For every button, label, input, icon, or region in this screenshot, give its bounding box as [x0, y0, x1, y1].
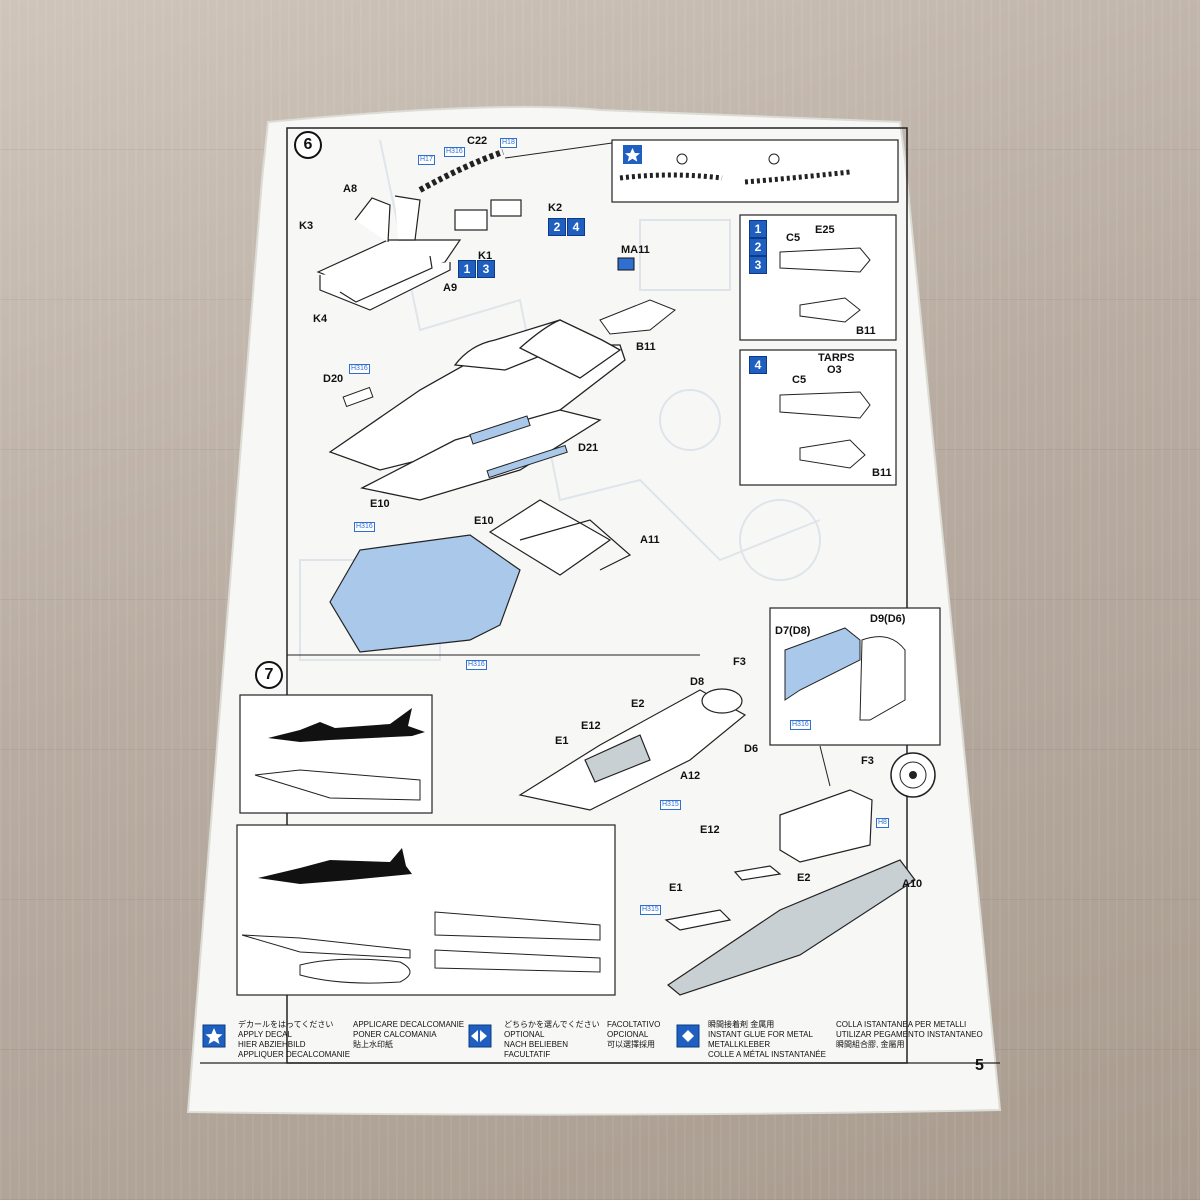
part-label-b11-main: B11 — [636, 341, 656, 353]
d21-blue-part-2 — [486, 444, 568, 479]
option-chip-box1-2: 2 — [749, 238, 767, 256]
part-label-f3-top: F3 — [733, 656, 746, 668]
step-6-number: 6 — [294, 131, 322, 159]
legend-optional-es: OPCIONAL — [607, 1030, 649, 1039]
legend-decal-ja: デカールをはってください — [238, 1020, 334, 1029]
legend-optional-ja: どちらかを選んでください — [504, 1020, 600, 1029]
glue-ref-h316-a11: H316 — [466, 660, 487, 670]
part-label-d21: D21 — [578, 442, 599, 454]
part-label-a10: A10 — [902, 878, 923, 890]
part-label-b11-box1: B11 — [856, 325, 876, 337]
legend-glue-fr: COLLE A MÉTAL INSTANTANÉE — [708, 1050, 826, 1059]
part-label-e12-bottom: E12 — [700, 824, 720, 836]
legend-glue-en: INSTANT GLUE FOR METAL — [708, 1030, 813, 1039]
part-label-d9-d6: D9(D6) — [870, 613, 906, 625]
part-label-a12: A12 — [680, 770, 701, 782]
legend-decal-es: PONER CALCOMANIA — [353, 1030, 437, 1039]
glue-ref-h8: H8 — [876, 818, 889, 828]
option-chip-2: 2 — [548, 218, 566, 236]
legend-optional-fr: FACULTATIF — [504, 1050, 551, 1059]
part-label-c22: C22 — [467, 135, 488, 147]
ma11-part — [617, 257, 635, 271]
option-chip-box1-1: 1 — [749, 220, 767, 238]
legend-decal-de: HIER ABZIEHBILD — [238, 1040, 306, 1049]
legend-optional-zh: 可以選擇採用 — [607, 1040, 655, 1049]
part-label-f3-wheel: F3 — [861, 755, 874, 767]
engine-assembly-bottom — [664, 789, 916, 996]
part-label-k4: K4 — [313, 313, 328, 325]
part-label-d6: D6 — [744, 743, 759, 755]
part-label-e10-right: E10 — [474, 515, 494, 527]
part-label-a8: A8 — [343, 183, 358, 195]
option-chip-box1-3: 3 — [749, 256, 767, 274]
glue-ref-h17: H17 — [418, 155, 435, 165]
legend-glue-it: COLLA ISTANTANEA PER METALLI — [836, 1020, 967, 1029]
legend-decal-it: APPLICARE DECALCOMANIE — [353, 1020, 465, 1029]
legend-optional-en: OPTIONAL — [504, 1030, 545, 1039]
part-label-d8: D8 — [690, 676, 705, 688]
step-7-number: 7 — [255, 661, 283, 689]
option-chip-3: 3 — [477, 260, 495, 278]
part-label-e2-bottom: E2 — [797, 872, 811, 884]
part-label-a9: A9 — [443, 282, 458, 294]
part-label-e10-left: E10 — [370, 498, 390, 510]
part-label-k3: K3 — [299, 220, 314, 232]
engine-assembly-top — [518, 688, 747, 811]
decal-inset-box — [611, 139, 899, 203]
legend-decal-text-2: APPLICARE DECALCOMANIE PONER CALCOMANIA … — [353, 1020, 464, 1050]
part-label-e12-top: E12 — [581, 720, 601, 732]
glue-ref-h18: H18 — [500, 138, 517, 148]
legend-optional-text: どちらかを選んでください OPTIONAL NACH BELIEBEN FACU… — [504, 1020, 600, 1060]
part-label-e1-bottom: E1 — [669, 882, 683, 894]
option-chip-1: 1 — [458, 260, 476, 278]
part-label-b11-box2: B11 — [872, 467, 892, 479]
glue-ref-h316-d20: H316 — [349, 364, 370, 374]
legend-decal-fr: APPLIQUER DECALCOMANIE — [238, 1050, 351, 1059]
glue-ref-h315-e1: H315 — [640, 905, 661, 915]
page-number: 5 — [975, 1057, 984, 1074]
glue-ref-h316-e10: H316 — [354, 522, 375, 532]
part-label-tarps: TARPS — [818, 352, 855, 364]
legend-glue-es: UTILIZAR PEGAMENTO INSTANTANEO — [836, 1030, 983, 1039]
option-chip-box2-4: 4 — [749, 356, 767, 374]
d21-blue-part-1 — [469, 415, 531, 445]
cockpit-assembly — [316, 195, 522, 311]
part-label-d7-d8: D7(D8) — [775, 625, 811, 637]
part-label-e2-top: E2 — [631, 698, 645, 710]
part-label-k1: K1 — [478, 250, 493, 262]
legend-glue-text: 瞬間接着剤 金属用 INSTANT GLUE FOR METAL METALLK… — [708, 1020, 826, 1060]
part-label-o3: O3 — [827, 364, 842, 376]
option-chip-4: 4 — [567, 218, 585, 236]
fuselage-lower — [329, 499, 632, 653]
fuselage-upper — [328, 319, 626, 501]
legend-decal-zh: 貼上水印紙 — [353, 1040, 393, 1049]
glue-ref-h316: H316 — [444, 147, 465, 157]
part-label-ma11: MA11 — [621, 244, 650, 256]
part-label-e1-top: E1 — [555, 735, 569, 747]
legend-optional-de: NACH BELIEBEN — [504, 1040, 569, 1049]
part-label-k2: K2 — [548, 202, 563, 214]
part-label-c5-box1: C5 — [786, 232, 801, 244]
part-label-d20: D20 — [323, 373, 344, 385]
legend-glue-de: METALLKLEBER — [708, 1040, 771, 1049]
glue-ref-h315-a12: H315 — [660, 800, 681, 810]
legend-decal-en: APPLY DECAL — [238, 1030, 292, 1039]
legend-decal-text: デカールをはってください APPLY DECAL HIER ABZIEHBILD… — [238, 1020, 350, 1060]
legend-glue-ja: 瞬間接着剤 金属用 — [708, 1020, 775, 1029]
part-label-e25: E25 — [815, 224, 835, 236]
legend-glue-text-2: COLLA ISTANTANEA PER METALLI UTILIZAR PE… — [836, 1020, 983, 1050]
part-label-c5-box2: C5 — [792, 374, 807, 386]
legend-optional-text-2: FACOLTATIVO OPCIONAL 可以選擇採用 — [607, 1020, 660, 1050]
legend-optional-it: FACOLTATIVO — [607, 1020, 661, 1029]
d20-part — [342, 386, 374, 408]
glue-ref-h316-intake: H316 — [790, 720, 811, 730]
legend-glue-zh: 瞬間組合膠, 金屬用 — [836, 1040, 905, 1049]
part-label-a11: A11 — [640, 534, 660, 546]
